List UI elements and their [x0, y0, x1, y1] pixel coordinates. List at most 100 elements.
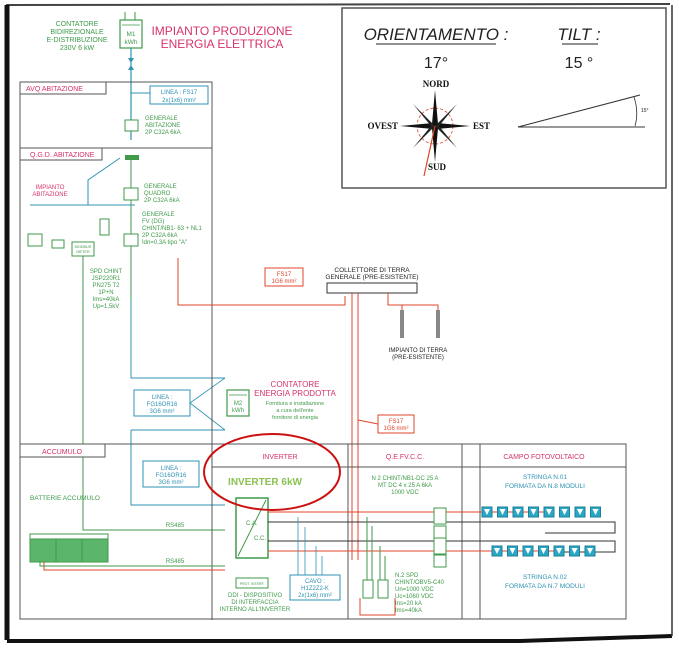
breaker-generale-fv-icon: [123, 233, 139, 247]
busbar-icon: [125, 155, 139, 160]
fs17-box-1: [264, 267, 304, 287]
section-accumulo: ACCUMULO: [42, 449, 83, 456]
diagram-title-line2: ENERGIA ELETTRICA: [161, 37, 284, 51]
m2-box-unit: kWh: [232, 408, 244, 414]
linea-fg16-2-l3: 3G6 mm²: [158, 480, 183, 486]
pv-module-diode-icon: [509, 548, 516, 554]
linea-fg16-2-l2: FG16OR16: [156, 473, 187, 479]
spd-chint-1: SPD CHINT: [90, 269, 123, 275]
earth-rod-wiring: [387, 293, 439, 310]
fv-feed-line-2: [130, 430, 225, 506]
orientation-panel: [341, 7, 667, 189]
stringa-1-l1: STRINGA N.01: [523, 474, 567, 481]
m2-title-2: ENERGIA PRODOTTA: [254, 389, 336, 398]
tilt-label: TILT :: [557, 25, 600, 44]
pv-module-diode-icon: [540, 548, 547, 554]
spd-chint-6: Up=1,5kV: [93, 304, 120, 310]
gen-abitazione-3: 2P C32A 6kA: [145, 130, 181, 136]
section-qefvcc: Q.E.FV.C.C.: [386, 454, 424, 461]
ddi-3: INTERNO ALL'INVERTER: [220, 607, 291, 613]
frame-top: [5, 3, 671, 6]
linea-fs17-top-line1: LINEA : FS17: [161, 90, 198, 96]
m1-box-label: M1: [126, 31, 135, 38]
batterie-label: BATTERIE ACCUMULO: [30, 495, 100, 502]
fs17-1-l1: FS17: [277, 272, 292, 278]
qefvcc-spd-4: Uc=1060 VDC: [395, 594, 434, 600]
gen-abitazione-2: ABITAZIONE: [145, 123, 180, 129]
battery-cable-red: [43, 562, 225, 571]
linea-fg16-box-2: [142, 460, 200, 488]
compass-south: SUD: [428, 162, 447, 172]
collettore-2: GENERALE (PRE-ESISTENTE): [325, 274, 418, 281]
frame-bottom-right: [519, 634, 673, 643]
pv-module-diode-icon: [556, 548, 562, 554]
breaker-circuit-2-icon: [51, 239, 65, 249]
fs17-1-l2: 1G6 mm²: [271, 279, 296, 285]
gen-quadro-3: 2P C32A 6kA: [144, 198, 180, 204]
pv-module-diode-icon: [494, 548, 500, 554]
pv-module-diode-icon: [499, 509, 506, 515]
pv-module-diode-icon: [592, 509, 599, 515]
qefvcc-spd-1: N.2 SPD: [395, 573, 419, 579]
dc-spd-icon: [359, 517, 396, 616]
inverter-cc-label: C.C.: [254, 536, 266, 542]
meter-m2: [226, 389, 250, 417]
pv-module-diode-icon: [484, 509, 490, 515]
impianto-terra-1: IMPIANTO DI TERRA: [389, 348, 447, 354]
lower-sections-frame: [19, 443, 481, 620]
cavo-box: [289, 574, 341, 601]
pv-module-diode-icon: [571, 548, 578, 554]
linea-fg16-1-l2: FG16OR16: [147, 402, 178, 408]
collettore-1: COLLETTORE DI TERRA: [334, 267, 410, 274]
pv-module-diode-icon: [561, 509, 568, 515]
supply-link: [87, 157, 121, 205]
orientation-value: 17°: [424, 55, 448, 72]
cavo-l1: CAVO :: [305, 579, 325, 585]
campo-fv-box: [461, 443, 627, 620]
gen-quadro-2: QUADRO: [144, 191, 171, 197]
modbus-label-2: METER: [76, 250, 90, 254]
tilt-value: 15 °: [565, 55, 594, 72]
gen-fv-2: FV (DG): [142, 219, 164, 225]
m1-label-2: BIDIREZIONALE: [50, 29, 104, 36]
pv-module-diode-icon: [587, 548, 593, 554]
orientation-azimuth-line: [423, 125, 436, 177]
linea-fs17-top-box: [149, 85, 209, 105]
rs485-line-2: [39, 562, 225, 567]
dc-breakers-icon: [433, 507, 447, 568]
qefvcc-spd-2: CHINT/OBV5-C40: [395, 580, 445, 586]
spd-icon: [99, 218, 110, 236]
breaker-generale-abitazione-icon: [124, 119, 139, 132]
linea-fg16-2-l1: LINEA :: [161, 466, 182, 472]
rs485-line-1: [82, 256, 225, 531]
linea-fs17-top-line2: 2x(1x6) mm²: [162, 98, 196, 104]
ddi-2: DI INTERFACCIA: [231, 600, 278, 606]
spd-chint-5: Ims=40kA: [93, 297, 120, 303]
string-1-modules: [481, 506, 601, 518]
earth-collector-bar: [326, 282, 418, 294]
impianto-abitazione-1: IMPIANTO: [36, 185, 65, 191]
meter-m1: M1 kWh: [119, 12, 143, 49]
m2-note-1: Fornitura e installazione: [266, 401, 324, 407]
pv-module-diode-icon: [577, 509, 583, 515]
spd-chint-2: JSP220R1: [92, 276, 121, 282]
ddi-box-label: PROT. INTERF.: [240, 582, 265, 586]
spd-chint-4: 1P+N: [98, 290, 113, 296]
m1-label-3: E-DISTRIBUZIONE: [46, 37, 107, 44]
m2-note-3: fornitore di energia: [272, 415, 319, 421]
arrow-down-icon: [128, 58, 134, 63]
section-campo-fotovoltaico: CAMPO FOTOVOLTAICO: [503, 454, 585, 461]
qefvcc-breakers-3: 1000 VDC: [391, 490, 419, 496]
ddi-1: DDI - DISPOSITIVO: [228, 593, 282, 599]
pv-module-diode-icon: [525, 548, 531, 554]
fs17-2-l2: 1G6 mm²: [383, 426, 408, 432]
compass-rose-icon: [400, 90, 470, 177]
cavo-pointers: [297, 517, 323, 575]
m2-box-label: M2: [234, 401, 243, 407]
qgd-label-box: [19, 147, 103, 161]
section-inverter: INVERTER: [262, 454, 297, 461]
inverter-symbol-icon: [235, 497, 269, 559]
ddi-box: [235, 577, 269, 589]
gen-abitazione-1: GENERALE: [145, 116, 178, 122]
